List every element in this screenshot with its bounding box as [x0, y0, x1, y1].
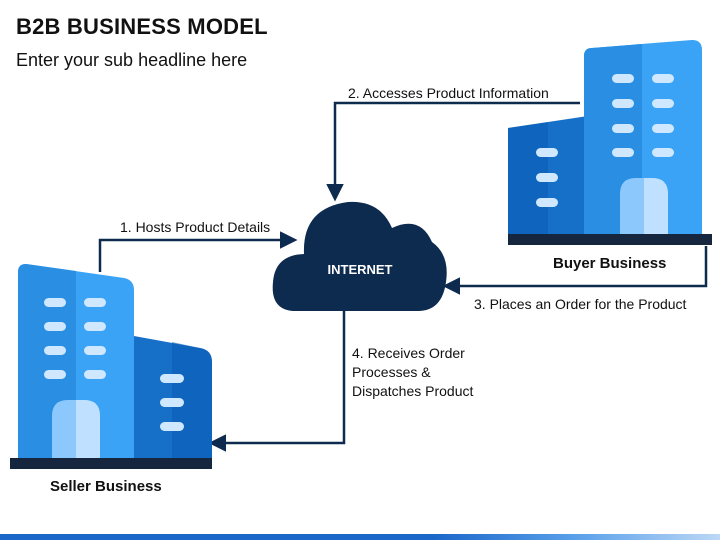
step-2-label: 2. Accesses Product Information [348, 85, 549, 101]
step-4-label-line-2: Processes & [352, 364, 431, 380]
buyer-business-label: Buyer Business [553, 255, 667, 272]
step-4-label-line-1: 4. Receives Order [352, 345, 465, 361]
arrow-step-1 [98, 231, 298, 272]
seller-business-label: Seller Business [50, 478, 162, 495]
seller-building-icon [10, 264, 212, 469]
page-title: B2B BUSINESS MODEL [16, 14, 268, 39]
arrow-step-3 [442, 246, 708, 295]
arrow-step-2 [326, 101, 580, 202]
step-1-label: 1. Hosts Product Details [120, 219, 271, 235]
internet-cloud [272, 201, 447, 311]
arrow-step-4 [208, 310, 346, 452]
step-4-label-line-3: Dispatches Product [352, 383, 474, 399]
cloud-label: INTERNET [328, 262, 393, 277]
footer-accent-bar [0, 534, 720, 540]
buyer-building-icon [508, 40, 712, 245]
step-3-label: 3. Places an Order for the Product [474, 296, 687, 312]
page-subtitle: Enter your sub headline here [16, 50, 248, 70]
